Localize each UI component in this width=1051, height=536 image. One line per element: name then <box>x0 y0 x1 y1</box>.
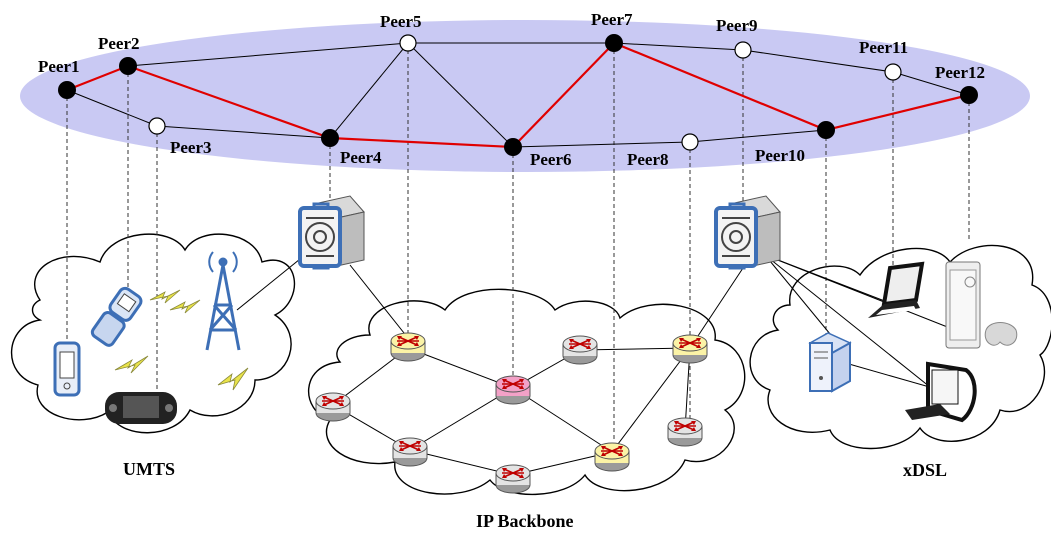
peer11-node[interactable] <box>884 63 902 81</box>
umts-gateway[interactable] <box>298 194 366 270</box>
peer9-node[interactable] <box>734 41 752 59</box>
umts-label: UMTS <box>123 459 175 479</box>
monitor-icon <box>905 361 977 423</box>
xdsl-gateway[interactable] <box>714 194 782 270</box>
peer4-node[interactable] <box>321 129 339 147</box>
peer-labels: Peer1 Peer2 Peer3 Peer4 Peer5 Peer6 Peer… <box>38 10 985 169</box>
peer6-node[interactable] <box>504 138 522 156</box>
peer8-node[interactable] <box>681 133 699 151</box>
ip-backbone-label: IP Backbone <box>476 511 574 531</box>
router-6[interactable] <box>392 437 428 467</box>
peer12-label: Peer12 <box>935 63 985 82</box>
router-4[interactable] <box>315 392 351 422</box>
handheld-console-icon <box>105 392 177 424</box>
peer11-label: Peer11 <box>859 38 908 57</box>
xdsl-label: xDSL <box>903 460 947 480</box>
peer10-label: Peer10 <box>755 146 805 165</box>
peer7-label: Peer7 <box>591 10 633 29</box>
peer3-label: Peer3 <box>170 138 212 157</box>
router-7[interactable] <box>594 442 630 472</box>
router-3[interactable] <box>672 334 708 364</box>
smartphone-icon <box>53 341 81 397</box>
peer9-label: Peer9 <box>716 16 758 35</box>
peer5-label: Peer5 <box>380 12 422 31</box>
peer10-node[interactable] <box>817 121 835 139</box>
router-1[interactable] <box>390 332 426 362</box>
cell-tower-icon <box>205 251 241 351</box>
peer1-node[interactable] <box>58 81 76 99</box>
desktop-pc-icon <box>808 332 852 393</box>
peer4-label: Peer4 <box>340 148 382 167</box>
router-5[interactable] <box>495 375 531 405</box>
overlay-peers <box>58 34 978 156</box>
peer8-label: Peer8 <box>627 150 669 169</box>
wireless-bolts-icon <box>114 289 249 391</box>
router-9[interactable] <box>495 464 531 494</box>
peer6-label: Peer6 <box>530 150 572 169</box>
peer3-node[interactable] <box>148 117 166 135</box>
router-2[interactable] <box>562 335 598 365</box>
flip-phone-icon <box>90 286 143 347</box>
peer12-node[interactable] <box>960 86 978 104</box>
peer1-label: Peer1 <box>38 57 80 76</box>
overlay-links <box>66 42 970 148</box>
peer2-label: Peer2 <box>98 34 140 53</box>
peer5-node[interactable] <box>399 34 417 52</box>
peer7-node[interactable] <box>605 34 623 52</box>
peer2-node[interactable] <box>119 57 137 75</box>
game-console-icon <box>945 261 1018 349</box>
laptop-icon <box>868 261 925 318</box>
router-8[interactable] <box>667 417 703 447</box>
